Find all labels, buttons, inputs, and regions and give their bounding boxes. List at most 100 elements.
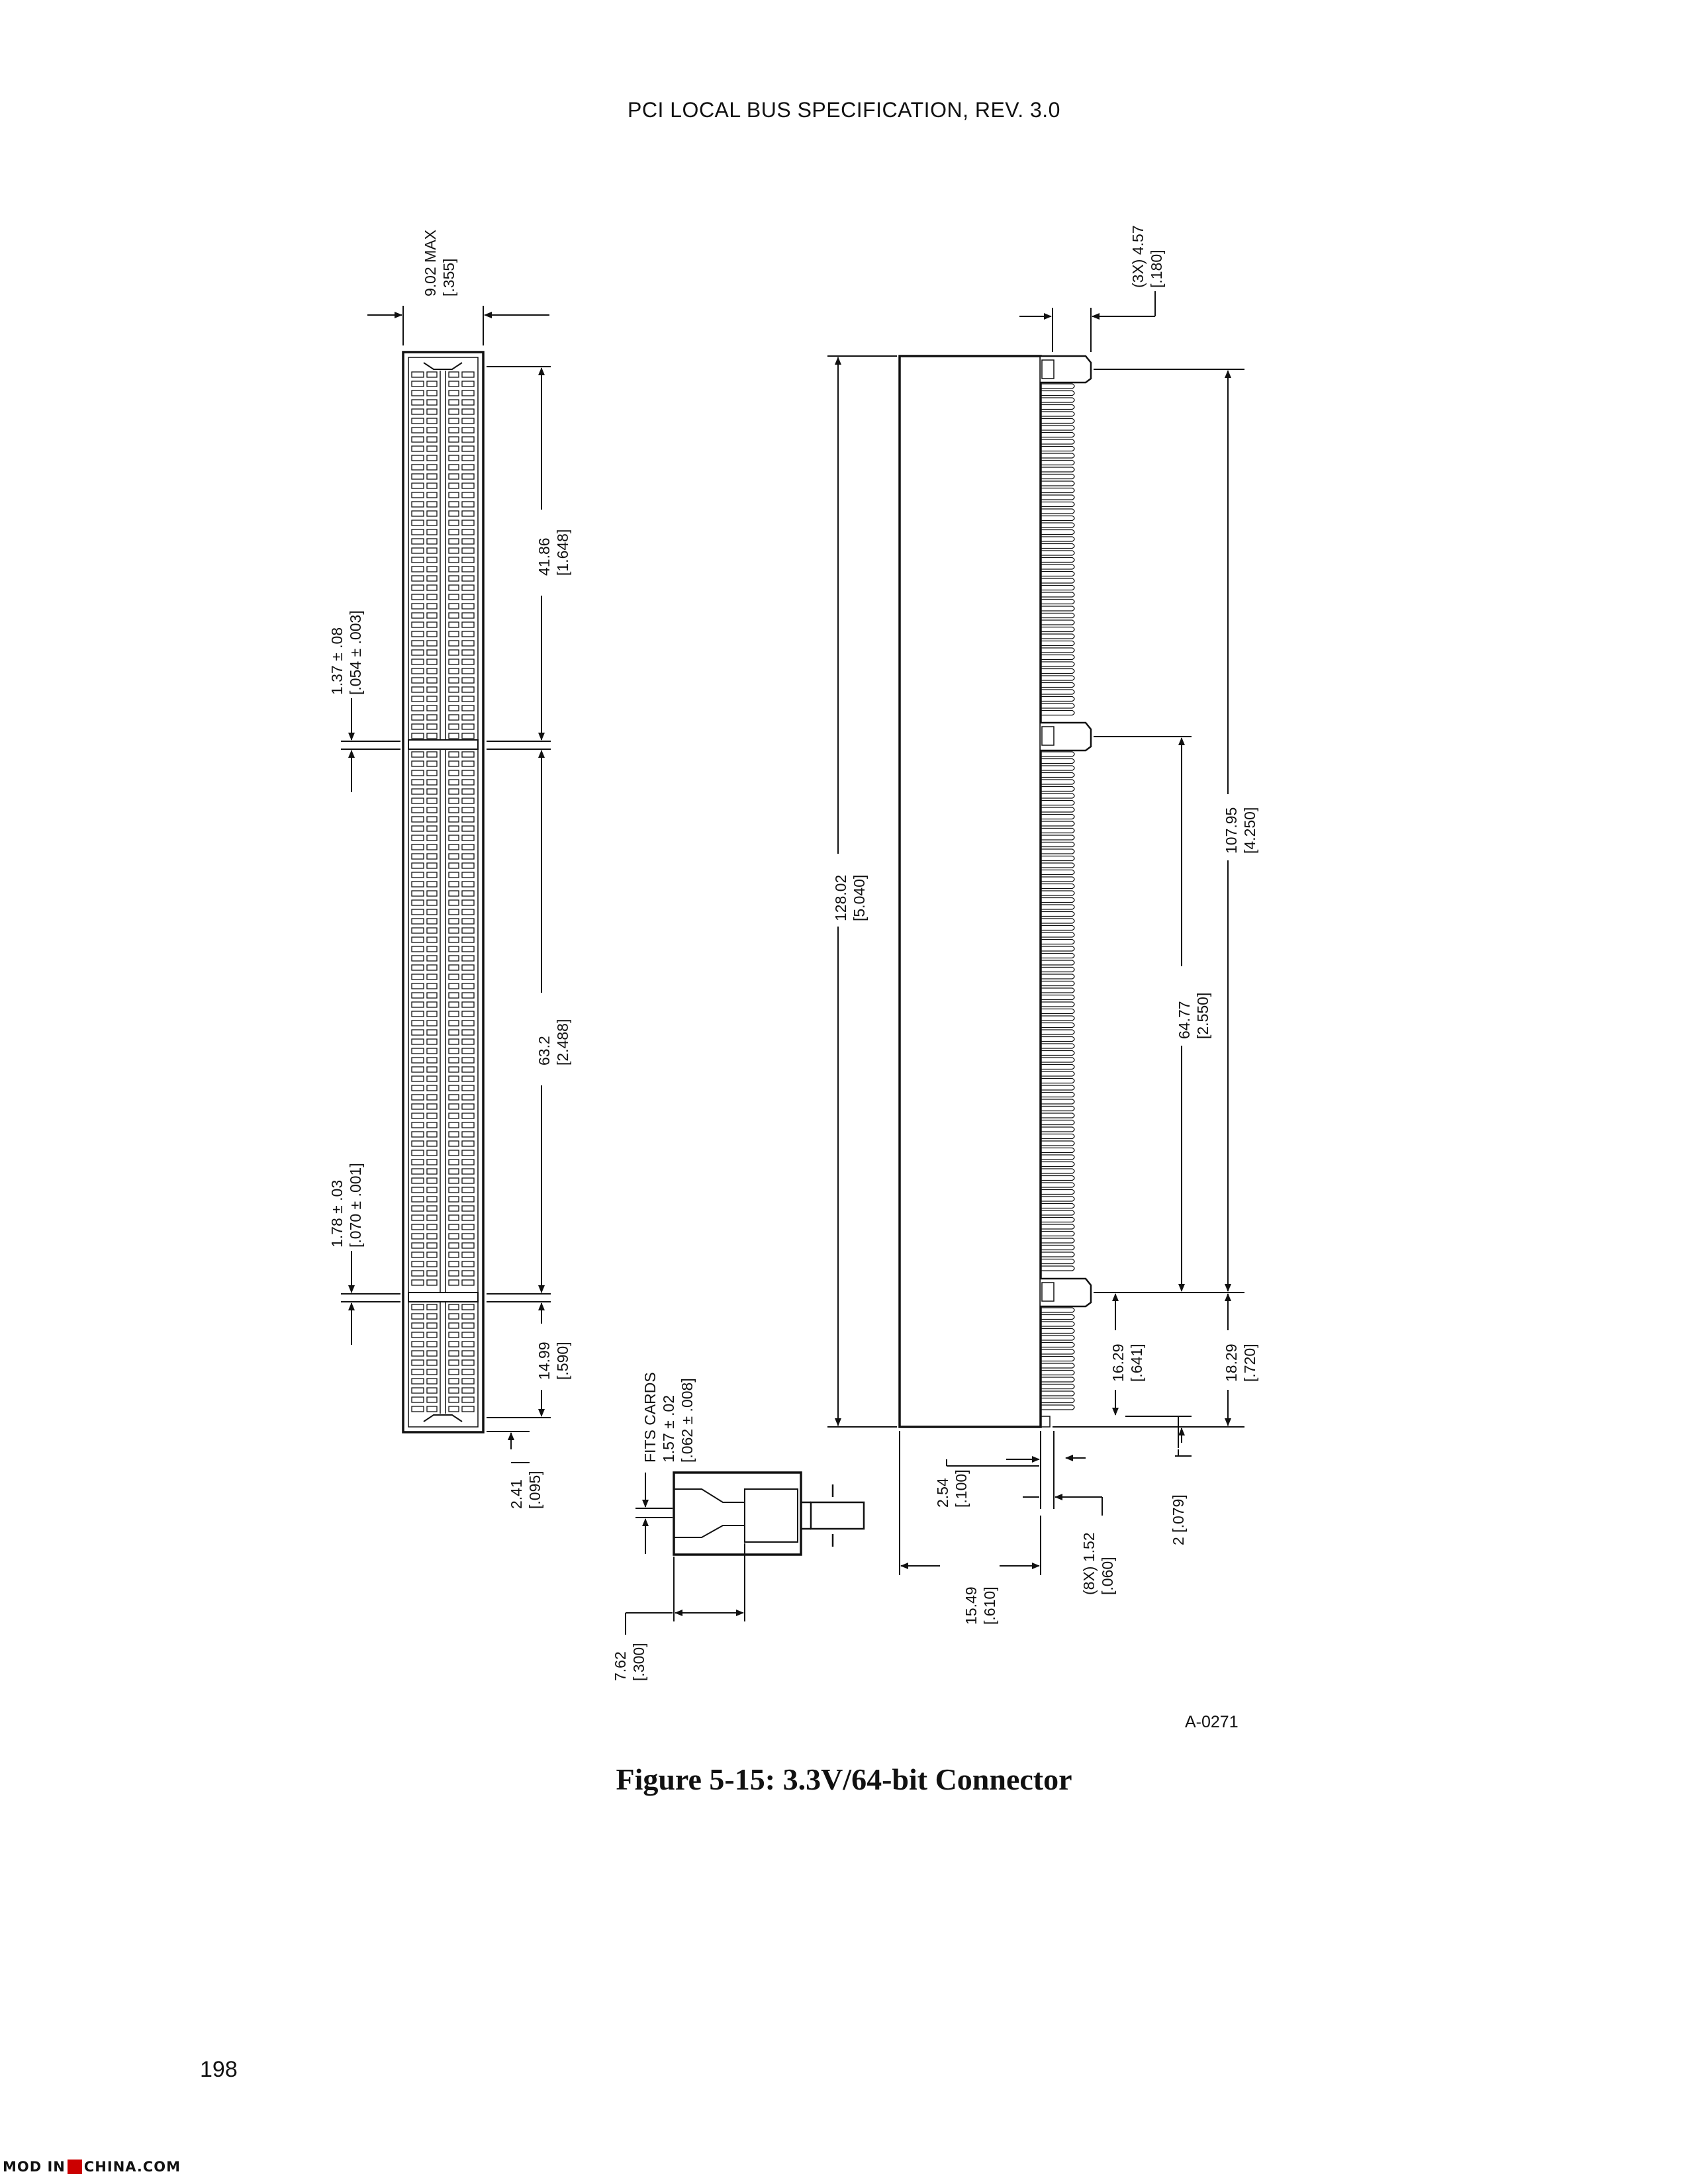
contact-slot [448,835,459,841]
contact-slot [448,584,459,591]
contact-pin [1041,1349,1075,1355]
contact-pin [1041,501,1075,508]
contact-slot [411,1224,424,1230]
contact-pin [1041,1015,1075,1021]
contact-slot [461,492,475,498]
contact-slot [411,1406,424,1412]
contact-slot [448,1233,459,1240]
contact-pin [1041,689,1075,695]
contact-pin [1041,1071,1075,1077]
contact-slot [426,399,438,406]
contact-slot [426,547,438,554]
contact-pin [1041,445,1075,452]
dim-lower-length: 14.99 [.590] [536,1342,571,1380]
contact-slot [461,381,475,387]
dim-end-offset: 2.41 [.095] [508,1471,543,1509]
contact-slot [461,835,475,841]
contact-pin [1041,848,1075,854]
contact-slot [426,1066,438,1073]
contact-slot [448,399,459,406]
contact-slot [448,1085,459,1091]
contact-pin [1041,619,1075,625]
contact-slot [411,1122,424,1128]
contact-slot [426,603,438,610]
dim-fits-cards-mm: 1.57 ± .02 [660,1395,677,1463]
contact-pin [1041,911,1075,917]
contact-slot [448,788,459,795]
dim-pin-offset: 2 [.079] [1170,1494,1187,1545]
contact-pin [1041,1050,1075,1056]
figure-id: A-0271 [1185,1713,1239,1731]
contact-slot [448,760,459,767]
contact-slot [448,1304,459,1310]
contact-slot [461,436,475,443]
contact-slot [461,427,475,433]
contact-slot [426,1103,438,1110]
contact-slot [411,1350,424,1357]
contact-pin [1041,883,1075,889]
contact-slot [426,1131,438,1138]
contact-slot [426,1048,438,1054]
contact-pin [1041,703,1075,709]
contact-slot [461,1322,475,1329]
contact-slot [461,881,475,887]
contact-pin [1041,827,1075,834]
contact-slot [411,862,424,869]
side-view [898,355,1092,1428]
contact-slot [426,612,438,619]
contact-pin [1041,1154,1075,1160]
contact-slot [426,492,438,498]
contact-slot [426,751,438,758]
contact-pin [1041,779,1075,785]
contact-slot [411,723,424,730]
contact-slot [411,955,424,962]
contact-slot [461,520,475,526]
contact-pin [1041,960,1075,966]
contact-slot [461,1029,475,1036]
contact-slot [426,992,438,999]
contact-slot [411,640,424,647]
contact-slot [426,770,438,776]
dim-body-height: 15.49 [.610] [962,1586,998,1625]
contact-slot [448,1261,459,1267]
contact-slot [411,1387,424,1394]
dim-lower-length-mm: 14.99 [536,1342,553,1380]
contact-slot [461,1159,475,1165]
contact-slot [426,594,438,600]
contact-pin [1041,1119,1075,1126]
dim-key-gap-2-mm: 1.78 ± .03 [328,1180,346,1248]
contact-slot [448,853,459,860]
contact-slot [448,575,459,582]
contact-pin [1041,598,1075,605]
contact-slot [411,1113,424,1119]
middle-peg [1041,721,1092,752]
contact-slot [426,1332,438,1338]
dim-end-to-peg-2: 18.29 [.720] [1223,1343,1258,1382]
contact-slot [461,1085,475,1091]
contact-slot [411,482,424,489]
contact-slot [461,936,475,943]
contact-pin [1041,932,1075,938]
contact-slot [411,1304,424,1310]
dim-body-height-mm: 15.49 [962,1586,980,1625]
contact-slot [448,1150,459,1156]
contact-pin [1041,411,1075,417]
contact-slot [448,381,459,387]
contact-slot [426,1177,438,1184]
contact-slot [411,788,424,795]
contact-slot [426,927,438,934]
contact-slot [411,946,424,952]
contact-pin [1041,1328,1075,1334]
contact-slot [426,1029,438,1036]
contact-slot [461,529,475,535]
contact-slot [448,1066,459,1073]
contact-slot [426,1001,438,1008]
contact-slot [448,807,459,813]
contact-slot [461,1001,475,1008]
contact-slot [461,1205,475,1212]
contact-slot [426,455,438,461]
contact-slot [461,1057,475,1064]
contact-slot [448,1332,459,1338]
dim-end-to-peg-in: [.641] [1128,1343,1145,1382]
